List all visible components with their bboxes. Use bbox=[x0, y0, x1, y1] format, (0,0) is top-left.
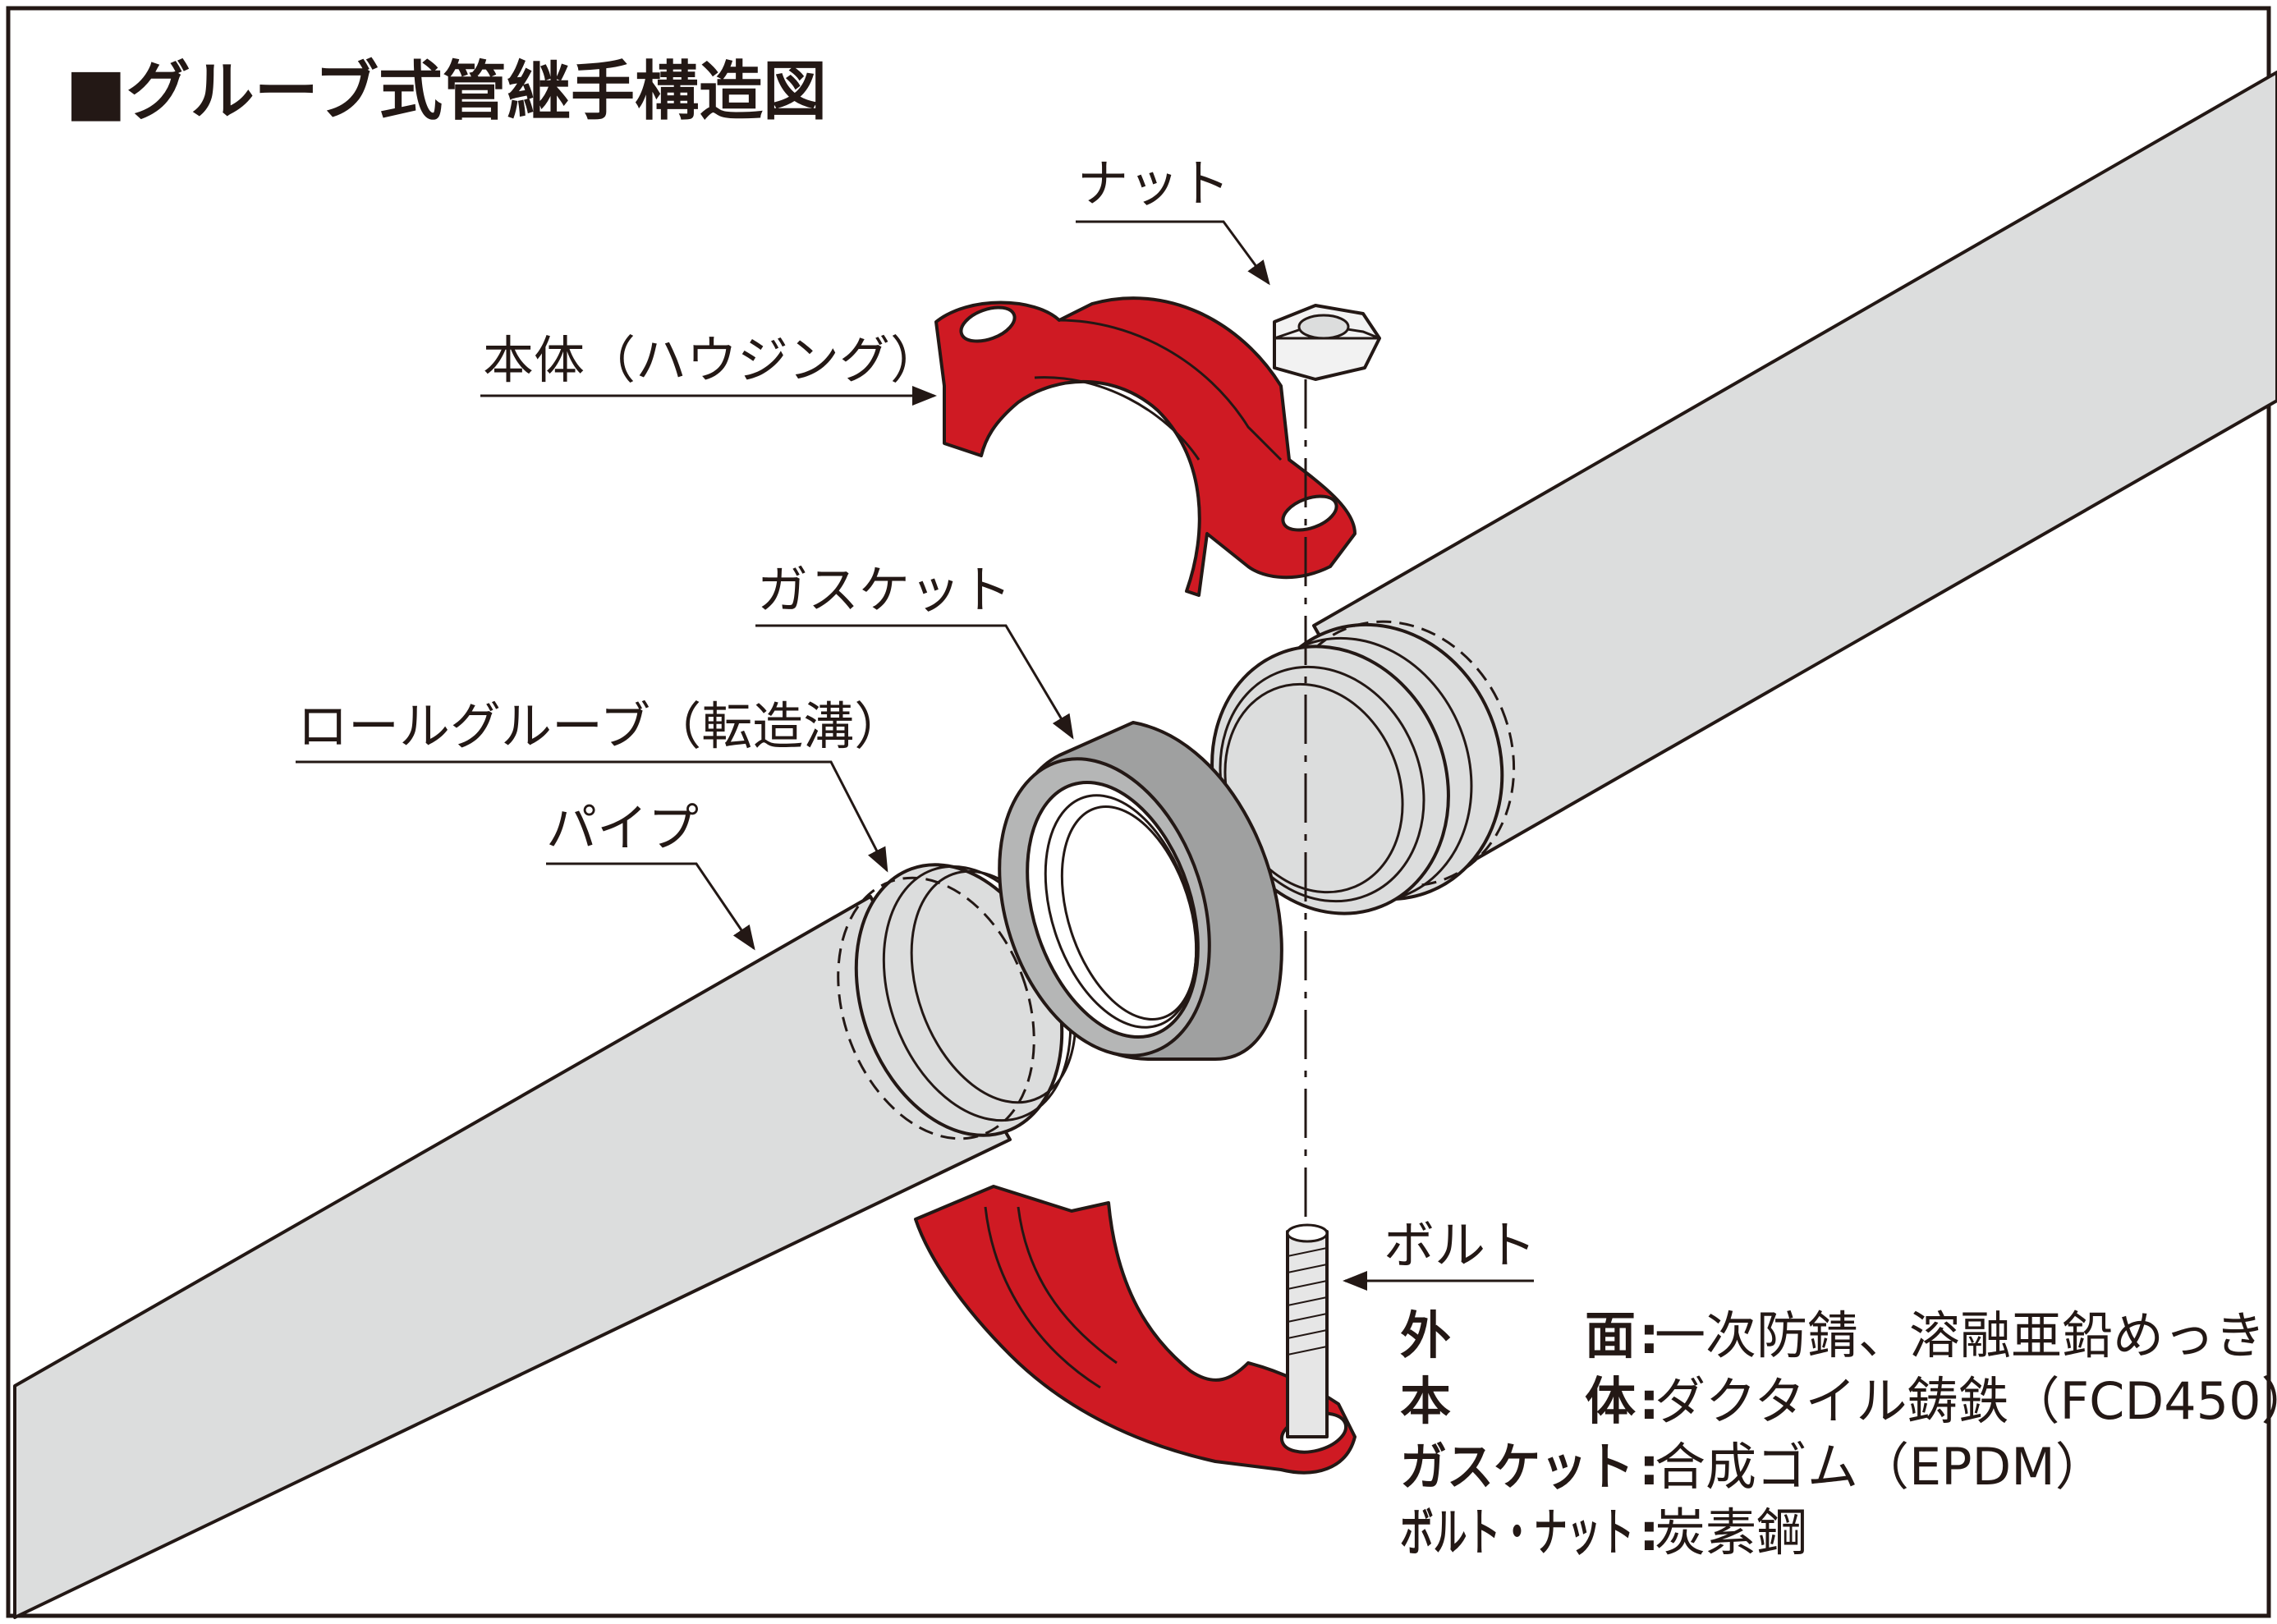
spec-table: 外 面 : 一次防錆、溶融亜鉛めっき 本 体 : ダクタイル鋳鉄（FCD450）… bbox=[1400, 1305, 2277, 1562]
label-gasket: ガスケット bbox=[757, 560, 1012, 620]
spec-key: 面 bbox=[1585, 1305, 1636, 1365]
spec-value: 炭素鋼 bbox=[1655, 1502, 1807, 1562]
spec-value: 一次防錆、溶融亜鉛めっき bbox=[1655, 1305, 2266, 1365]
spec-colon: : bbox=[1639, 1502, 1660, 1562]
page-title: ■グルーブ式管継手構造図 bbox=[66, 55, 827, 129]
bolt bbox=[1286, 379, 1329, 1438]
label-housing: 本体（ハウジング） bbox=[483, 330, 941, 390]
spec-key: 外 bbox=[1400, 1305, 1451, 1365]
spec-row: ボルト・ナット : 炭素鋼 bbox=[1400, 1502, 1807, 1562]
nut bbox=[1273, 304, 1381, 381]
spec-key: 体 bbox=[1585, 1371, 1636, 1431]
spec-colon: : bbox=[1639, 1437, 1660, 1497]
spec-key: ガスケット bbox=[1400, 1437, 1634, 1497]
leader-lines bbox=[296, 220, 1534, 1291]
label-roll-groove: ロールグルーブ（転造溝） bbox=[297, 696, 905, 756]
right-pipe bbox=[1210, 71, 2277, 915]
spec-key: ボルト・ナット bbox=[1400, 1502, 1634, 1562]
spec-colon: : bbox=[1639, 1371, 1660, 1431]
spec-row: 本 体 : ダクタイル鋳鉄（FCD450） bbox=[1400, 1371, 2277, 1431]
label-bolt: ボルト bbox=[1384, 1215, 1536, 1275]
label-pipe: パイプ bbox=[546, 798, 699, 858]
gasket bbox=[998, 721, 1283, 1061]
spec-value: 合成ゴム（EPDM） bbox=[1655, 1437, 2106, 1497]
label-nut: ナット bbox=[1077, 154, 1230, 213]
spec-value: ダクタイル鋳鉄（FCD450） bbox=[1655, 1371, 2277, 1431]
spec-colon: : bbox=[1639, 1305, 1660, 1365]
spec-row: 外 面 : 一次防錆、溶融亜鉛めっき bbox=[1400, 1305, 2266, 1365]
spec-row: ガスケット : 合成ゴム（EPDM） bbox=[1400, 1437, 2106, 1497]
spec-key: 本 bbox=[1400, 1371, 1451, 1431]
